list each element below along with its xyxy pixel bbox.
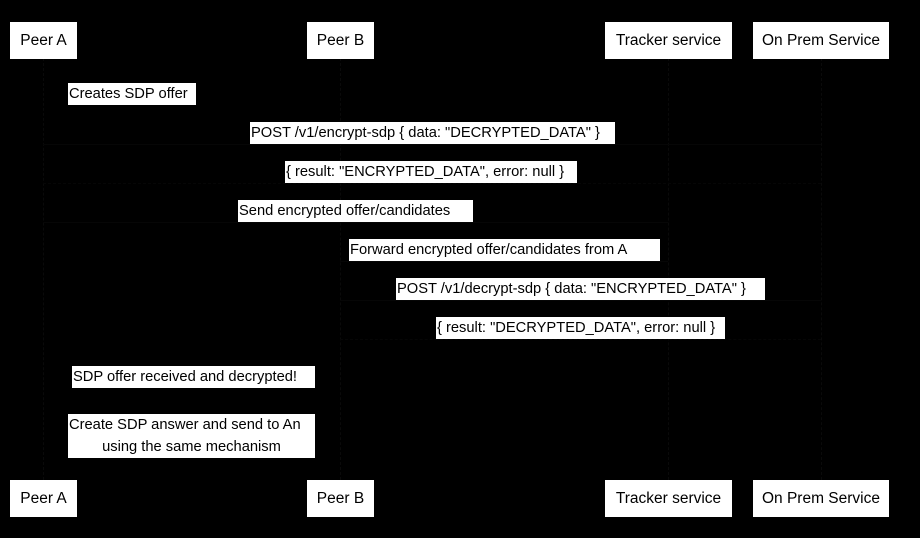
message-label-line-1: Create SDP answer and send to An: [69, 417, 301, 433]
participant-peer-a-bottom[interactable]: Peer A: [10, 480, 77, 517]
message-label-line-2: using the same mechanism: [102, 439, 281, 455]
participant-tracker-service-bottom[interactable]: Tracker service: [605, 480, 732, 517]
message-label-encrypt-sdp-request: POST /v1/encrypt-sdp { data: "DECRYPTED_…: [250, 122, 615, 144]
participant-peer-b-top[interactable]: Peer B: [307, 22, 374, 59]
participant-label: Peer B: [316, 489, 365, 507]
message-label-decrypt-sdp-request: POST /v1/decrypt-sdp { data: "ENCRYPTED_…: [396, 278, 765, 300]
arrow-encrypt-request: [43, 144, 821, 145]
message-label-encrypt-sdp-response: { result: "ENCRYPTED_DATA", error: null …: [285, 161, 577, 183]
message-label-send-encrypted-offer: Send encrypted offer/candidates: [238, 200, 473, 222]
message-label-decrypt-sdp-response: { result: "DECRYPTED_DATA", error: null …: [436, 317, 725, 339]
lifeline-peer-a: [43, 58, 44, 480]
message-label-forward-encrypted-offer: Forward encrypted offer/candidates from …: [349, 239, 660, 261]
arrow-decrypt-response: [340, 339, 821, 340]
arrow-encrypt-response: [43, 183, 821, 184]
participant-tracker-service-top[interactable]: Tracker service: [605, 22, 732, 59]
participant-label: On Prem Service: [761, 489, 880, 507]
lifeline-on-prem: [821, 58, 822, 480]
participant-on-prem-service-bottom[interactable]: On Prem Service: [753, 480, 889, 517]
lifeline-tracker: [668, 58, 669, 480]
arrow-send-encrypted: [43, 222, 668, 223]
message-label-creates-sdp-offer: Creates SDP offer: [68, 83, 196, 105]
participant-on-prem-service-top[interactable]: On Prem Service: [753, 22, 889, 59]
participant-label: Peer A: [20, 31, 67, 49]
participant-label: Tracker service: [615, 489, 722, 507]
message-label-create-sdp-answer: Create SDP answer and send to An using t…: [68, 414, 315, 458]
participant-label: Peer B: [316, 31, 365, 49]
arrow-decrypt-request: [340, 300, 821, 301]
message-label-sdp-offer-received: SDP offer received and decrypted!: [72, 366, 315, 388]
participant-label: On Prem Service: [761, 31, 880, 49]
participant-label: Peer A: [20, 489, 67, 507]
participant-label: Tracker service: [615, 31, 722, 49]
participant-peer-a-top[interactable]: Peer A: [10, 22, 77, 59]
lifeline-peer-b: [340, 58, 341, 480]
arrow-forward-encrypted: [340, 261, 668, 262]
participant-peer-b-bottom[interactable]: Peer B: [307, 480, 374, 517]
